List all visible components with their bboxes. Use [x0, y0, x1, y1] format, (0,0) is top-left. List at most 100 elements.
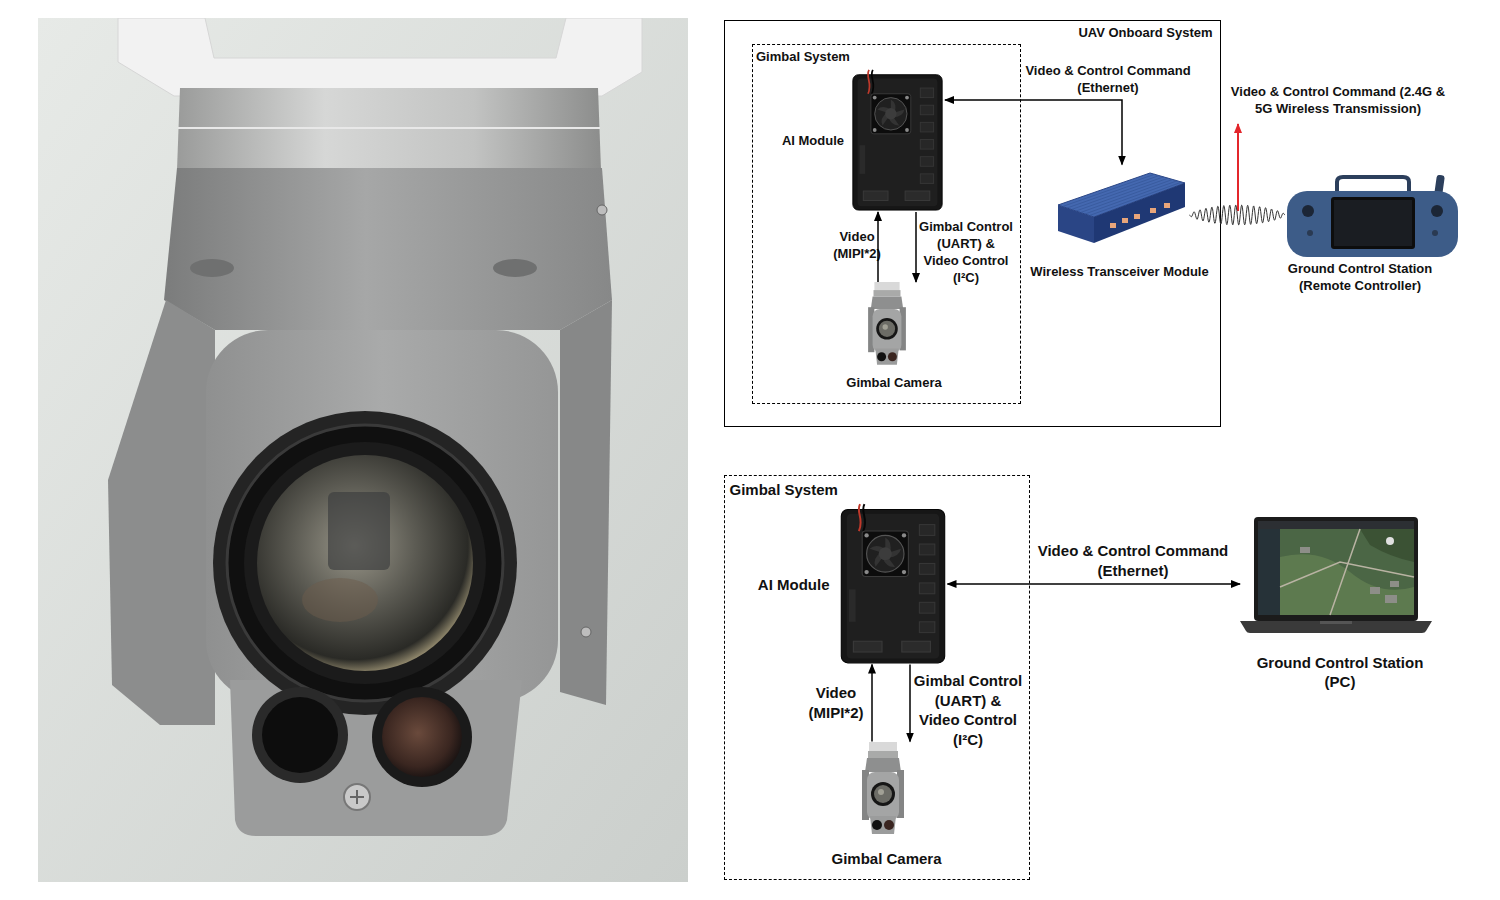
power-wire — [868, 70, 870, 94]
signal-arrow — [945, 100, 1122, 165]
port-slot — [920, 140, 933, 150]
lens-ring — [244, 442, 486, 684]
port — [1122, 218, 1128, 223]
power-wire — [863, 504, 865, 531]
wireless-link — [1190, 205, 1286, 225]
housing-slot — [493, 259, 537, 277]
group-title: Gimbal System — [730, 480, 950, 499]
upper-housing — [164, 168, 612, 330]
device-label: Wireless Transceiver Module — [1020, 264, 1220, 281]
camera-chin — [870, 816, 896, 834]
port-slot — [920, 122, 933, 132]
device-label: Ground Control Station (Remote Controlle… — [1278, 261, 1443, 294]
device-label: Ground Control Station (PC) — [1248, 653, 1433, 691]
module-case — [853, 75, 942, 210]
transceiver-module: Wireless Transceiver Module — [1050, 165, 1190, 250]
map-building — [1390, 581, 1399, 587]
device-label: AI Module — [738, 133, 844, 150]
screw-slot — [350, 790, 364, 804]
module-lid — [858, 79, 938, 207]
camera-head — [867, 772, 899, 820]
port-slot — [920, 105, 933, 115]
port-slot — [919, 563, 934, 574]
fan-hub — [885, 108, 896, 119]
device-illustration — [1285, 175, 1460, 260]
camera-port — [905, 191, 930, 201]
small-lens — [888, 352, 897, 361]
screw — [873, 96, 877, 100]
signal-label: Video & Control Command (Ethernet) — [1018, 63, 1198, 97]
signal-arrow — [948, 583, 1241, 585]
metal-ring — [177, 88, 601, 170]
gimbal-camera: Gimbal Camera — [857, 282, 917, 372]
power-wire — [858, 504, 860, 531]
device-illustration — [1240, 517, 1432, 637]
small-lens — [382, 697, 462, 777]
signal-arrow — [877, 212, 879, 282]
port-slot — [920, 88, 933, 98]
case-front — [1058, 205, 1094, 243]
lens-reflection — [302, 578, 378, 622]
fan — [866, 535, 903, 572]
port — [1164, 203, 1170, 208]
screw — [581, 627, 591, 637]
power-wire — [872, 70, 874, 94]
module-lid — [846, 513, 938, 658]
upper-housing — [865, 758, 901, 772]
device-illustration — [857, 282, 917, 372]
screw — [873, 128, 877, 132]
lens-glass — [257, 455, 473, 671]
handle — [1337, 177, 1409, 193]
lens-ring — [227, 425, 503, 701]
screen-bezel — [1254, 517, 1418, 621]
app-toolbar — [1258, 521, 1414, 529]
port — [1110, 223, 1116, 228]
lens-barrel — [871, 782, 895, 806]
signal-label: Video (MIPI*2) — [822, 229, 892, 263]
screw — [905, 128, 909, 132]
signal-arrow — [915, 212, 917, 282]
remote-controller: Ground Control Station (Remote Controlle… — [1285, 175, 1460, 260]
controller-body — [1287, 191, 1458, 257]
map-building — [1300, 547, 1310, 553]
lens-highlight — [878, 789, 884, 795]
fan-frame — [871, 94, 911, 134]
map-building — [1385, 595, 1397, 603]
small-lens — [262, 697, 338, 773]
device-label: AI Module — [718, 575, 830, 594]
mount-bracket — [118, 18, 642, 96]
lens-barrel — [213, 411, 517, 715]
screw — [597, 205, 607, 215]
group-title: UAV Onboard System — [724, 25, 1213, 42]
map-forest — [1360, 529, 1414, 562]
module-case — [841, 509, 944, 662]
port-slot — [920, 174, 933, 184]
map-building — [1370, 587, 1380, 594]
camera-port — [901, 641, 930, 652]
joystick — [1302, 205, 1314, 217]
signal-label: Video (MIPI*2) — [796, 683, 876, 722]
signal-arrow — [1237, 124, 1239, 211]
joystick — [1431, 205, 1443, 217]
ai-module: AI Module — [850, 69, 945, 212]
ring-highlight — [178, 127, 600, 129]
screw — [901, 533, 905, 537]
case-side — [1094, 183, 1185, 243]
device-illustration — [850, 69, 945, 212]
lens-highlight — [883, 324, 888, 329]
group-title: Gimbal System — [756, 49, 976, 66]
app-panel — [1258, 529, 1280, 615]
device-label: Gimbal Camera — [814, 375, 974, 392]
yoke-arm — [560, 300, 612, 705]
wall-background — [38, 18, 688, 882]
port-slot — [919, 544, 934, 555]
gimbal-photo — [38, 18, 688, 882]
button — [1307, 230, 1313, 236]
camera-chin — [875, 349, 898, 365]
device-illustration — [852, 742, 914, 842]
signal-arrow — [871, 665, 873, 742]
screw — [864, 533, 868, 537]
small-lens — [252, 687, 348, 783]
